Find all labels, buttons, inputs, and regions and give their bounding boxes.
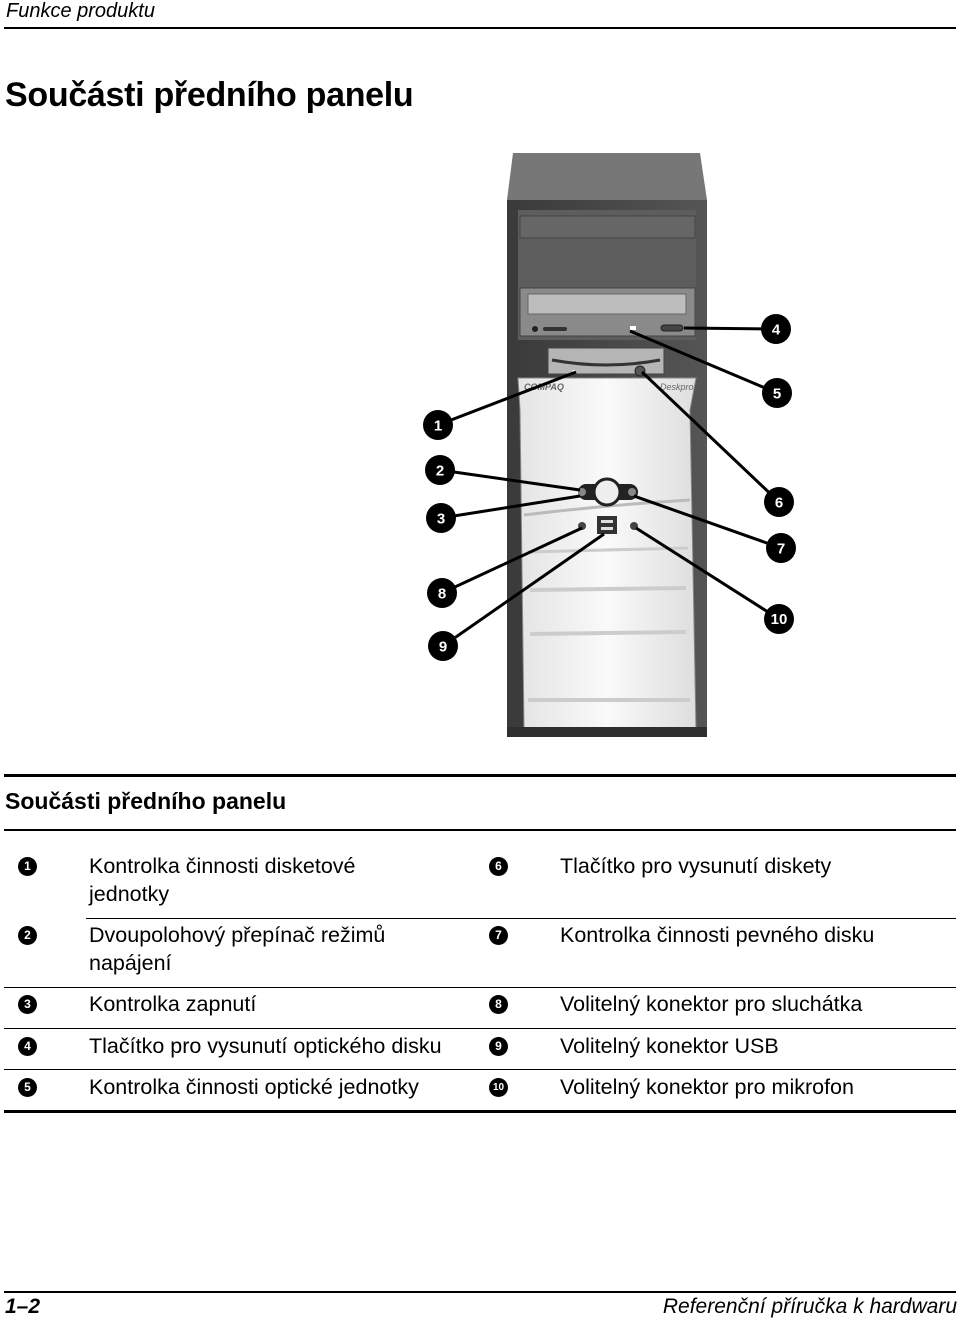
blank-bay	[519, 215, 696, 239]
row-number: 5	[18, 1078, 37, 1097]
table-header-rule	[4, 829, 956, 831]
callout-4	[761, 314, 791, 344]
footer-rule	[4, 1291, 956, 1293]
svg-text:7: 7	[777, 541, 785, 558]
row-number: 8	[489, 995, 508, 1014]
page-title: Součásti předního panelu	[5, 76, 414, 114]
row-rule	[4, 1069, 956, 1070]
callout-3	[426, 503, 456, 533]
svg-text:2: 2	[436, 463, 444, 480]
table-row: 1 Kontrolka činnosti disketové jednotky …	[4, 852, 956, 912]
usb-port	[597, 516, 617, 534]
header-rule	[4, 27, 956, 29]
row-right-text: Kontrolka činnosti pevného disku	[560, 923, 875, 947]
row-number: 9	[489, 1037, 508, 1056]
row-number: 2	[18, 926, 37, 945]
table-row: 4 Tlačítko pro vysunutí optického disku …	[4, 1032, 956, 1064]
book-title: Referenční příručka k hardwaru	[662, 1295, 957, 1318]
power-button	[592, 477, 622, 507]
row-rule	[4, 1028, 956, 1029]
row-left-text: Kontrolka činnosti disketové jednotky	[89, 854, 356, 906]
row-number: 1	[18, 857, 37, 876]
table-top-rule	[4, 774, 956, 777]
case-top	[507, 153, 707, 200]
callout-8	[427, 578, 457, 608]
row-left-text: Kontrolka činnosti optické jednotky	[89, 1075, 419, 1099]
row-number: 10	[489, 1078, 508, 1097]
row-rule	[86, 918, 956, 919]
row-number: 3	[18, 995, 37, 1014]
optical-tray	[527, 293, 687, 315]
table-row: 3 Kontrolka zapnutí 8 Volitelný konektor…	[4, 990, 956, 1022]
table-row: 5 Kontrolka činnosti optické jednotky 10…	[4, 1073, 956, 1105]
table-title: Součásti předního panelu	[5, 788, 287, 814]
row-right-text: Volitelný konektor pro mikrofon	[560, 1075, 854, 1099]
svg-text:1: 1	[434, 418, 442, 435]
row-number: 4	[18, 1037, 37, 1056]
table-row: 2 Dvoupolohový přepínač režimů napájení …	[4, 921, 956, 981]
callout-7	[766, 533, 796, 563]
row-right-text: Volitelný konektor USB	[560, 1034, 779, 1058]
row-right-text: Volitelný konektor pro sluchátka	[560, 992, 863, 1016]
front-bezel	[517, 377, 697, 731]
callout-10	[764, 604, 794, 634]
optical-led	[532, 326, 538, 332]
row-left-text: Dvoupolohový přepínač režimů napájení	[89, 923, 386, 975]
svg-text:6: 6	[775, 495, 783, 512]
svg-text:4: 4	[772, 322, 781, 339]
row-left-text: Tlačítko pro vysunutí optického disku	[89, 1034, 442, 1058]
callout-2	[425, 455, 455, 485]
callout-9	[428, 631, 458, 661]
brand-right: Deskpro	[660, 382, 694, 392]
svg-text:9: 9	[439, 639, 447, 656]
svg-text:3: 3	[437, 511, 445, 528]
diskette-slot	[551, 358, 661, 367]
callout-5	[762, 378, 792, 408]
callout-1	[423, 410, 453, 440]
mode-led	[628, 488, 636, 496]
row-right-text: Tlačítko pro vysunutí diskety	[560, 854, 832, 878]
optical-light	[630, 326, 636, 330]
callout-6	[764, 487, 794, 517]
front-panel-figure: COMPAQ Deskpro 1 2 3 4 5	[423, 153, 796, 737]
table-bottom-rule	[4, 1110, 956, 1113]
brand-left: COMPAQ	[524, 382, 564, 392]
running-header: Funkce produktu	[6, 0, 155, 22]
svg-text:8: 8	[438, 586, 446, 603]
row-rule	[4, 987, 956, 988]
svg-text:10: 10	[771, 611, 788, 628]
case-base	[507, 727, 707, 737]
optical-eject-slot	[543, 327, 567, 331]
svg-text:5: 5	[773, 386, 781, 403]
row-left-text: Kontrolka zapnutí	[89, 992, 257, 1016]
optical-eject-button	[660, 324, 684, 332]
page-number: 1–2	[5, 1295, 41, 1318]
row-number: 6	[489, 857, 508, 876]
row-number: 7	[489, 926, 508, 945]
